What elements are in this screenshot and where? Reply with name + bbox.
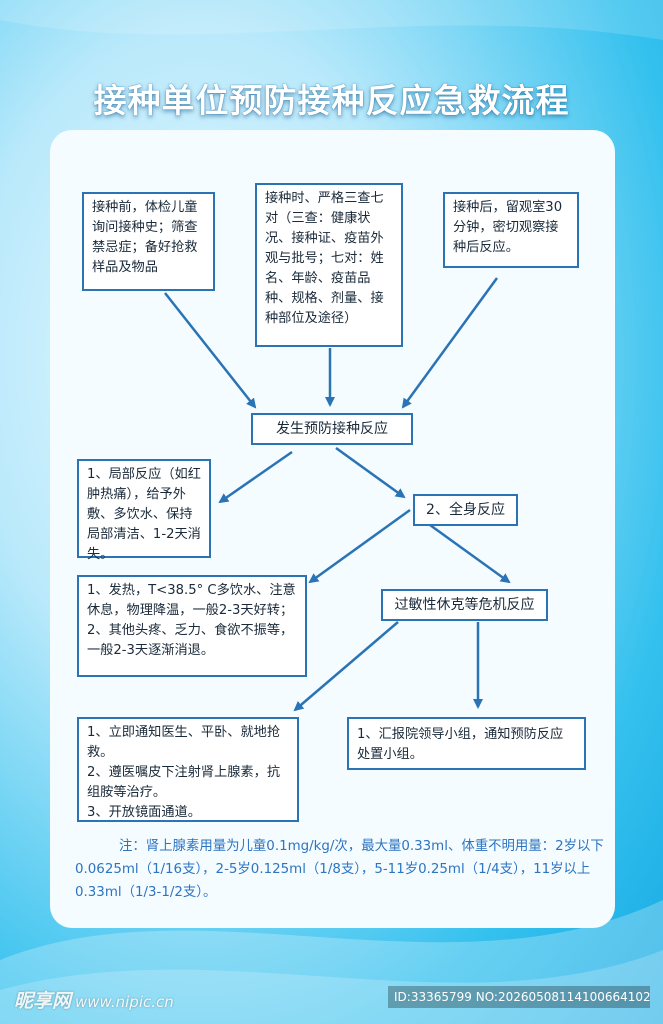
node-anaphylactic-shock: 过敏性休克等危机反应 xyxy=(381,589,548,621)
node-rescue-actions: 1、立即通知医生、平卧、就地抢救。 2、遵医嘱皮下注射肾上腺素，抗组胺等治疗。 … xyxy=(77,717,299,822)
node-reaction-occurred: 发生预防接种反应 xyxy=(251,413,413,445)
node-systemic-reaction: 2、全身反应 xyxy=(413,494,518,526)
step-during-vaccination: 接种时、严格三查七对（三查：健康状况、接种证、疫苗外观与批号；七对：姓名、年龄、… xyxy=(255,183,403,347)
node-local-reaction: 1、局部反应（如红肿热痛），给予外敷、多饮水、保持局部清洁、1-2天消失。 xyxy=(77,459,211,562)
arrow-shock-to-rescue xyxy=(293,621,399,712)
watermark-brand-name: 昵享网 xyxy=(14,990,72,1012)
step-after-vaccination: 接种后，留观室30分钟，密切观察接种后反应。 xyxy=(443,192,579,268)
watermark-id: ID:33365799 NO:20260508114100664102 xyxy=(388,986,651,1008)
watermark-site: www.nipic.cn xyxy=(75,993,174,1011)
arrow-systemic-to-fever xyxy=(308,508,411,584)
arrow-reaction-to-systemic xyxy=(335,446,406,499)
arrow-after-to-reaction xyxy=(401,277,499,409)
arrow-systemic-to-shock xyxy=(429,523,511,584)
node-report-leadership: 1、汇报院领导小组，通知预防反应处置小组。 xyxy=(347,717,586,770)
arrow-reaction-to-local xyxy=(218,450,293,504)
node-fever-treatment: 1、发热，T<38.5° C多饮水、注意休息，物理降温，一般2-3天好转； 2、… xyxy=(77,575,307,677)
arrow-before-to-reaction xyxy=(164,292,257,409)
dosage-note: 注：肾上腺素用量为儿童0.1mg/kg/次，最大量0.33ml、体重不明用量：2… xyxy=(75,839,604,900)
page-title: 接种单位预防接种反应急救流程 xyxy=(93,81,570,120)
step-before-vaccination: 接种前，体检儿童询问接种史；筛查禁忌症；备好抢救样品及物品 xyxy=(82,192,215,291)
